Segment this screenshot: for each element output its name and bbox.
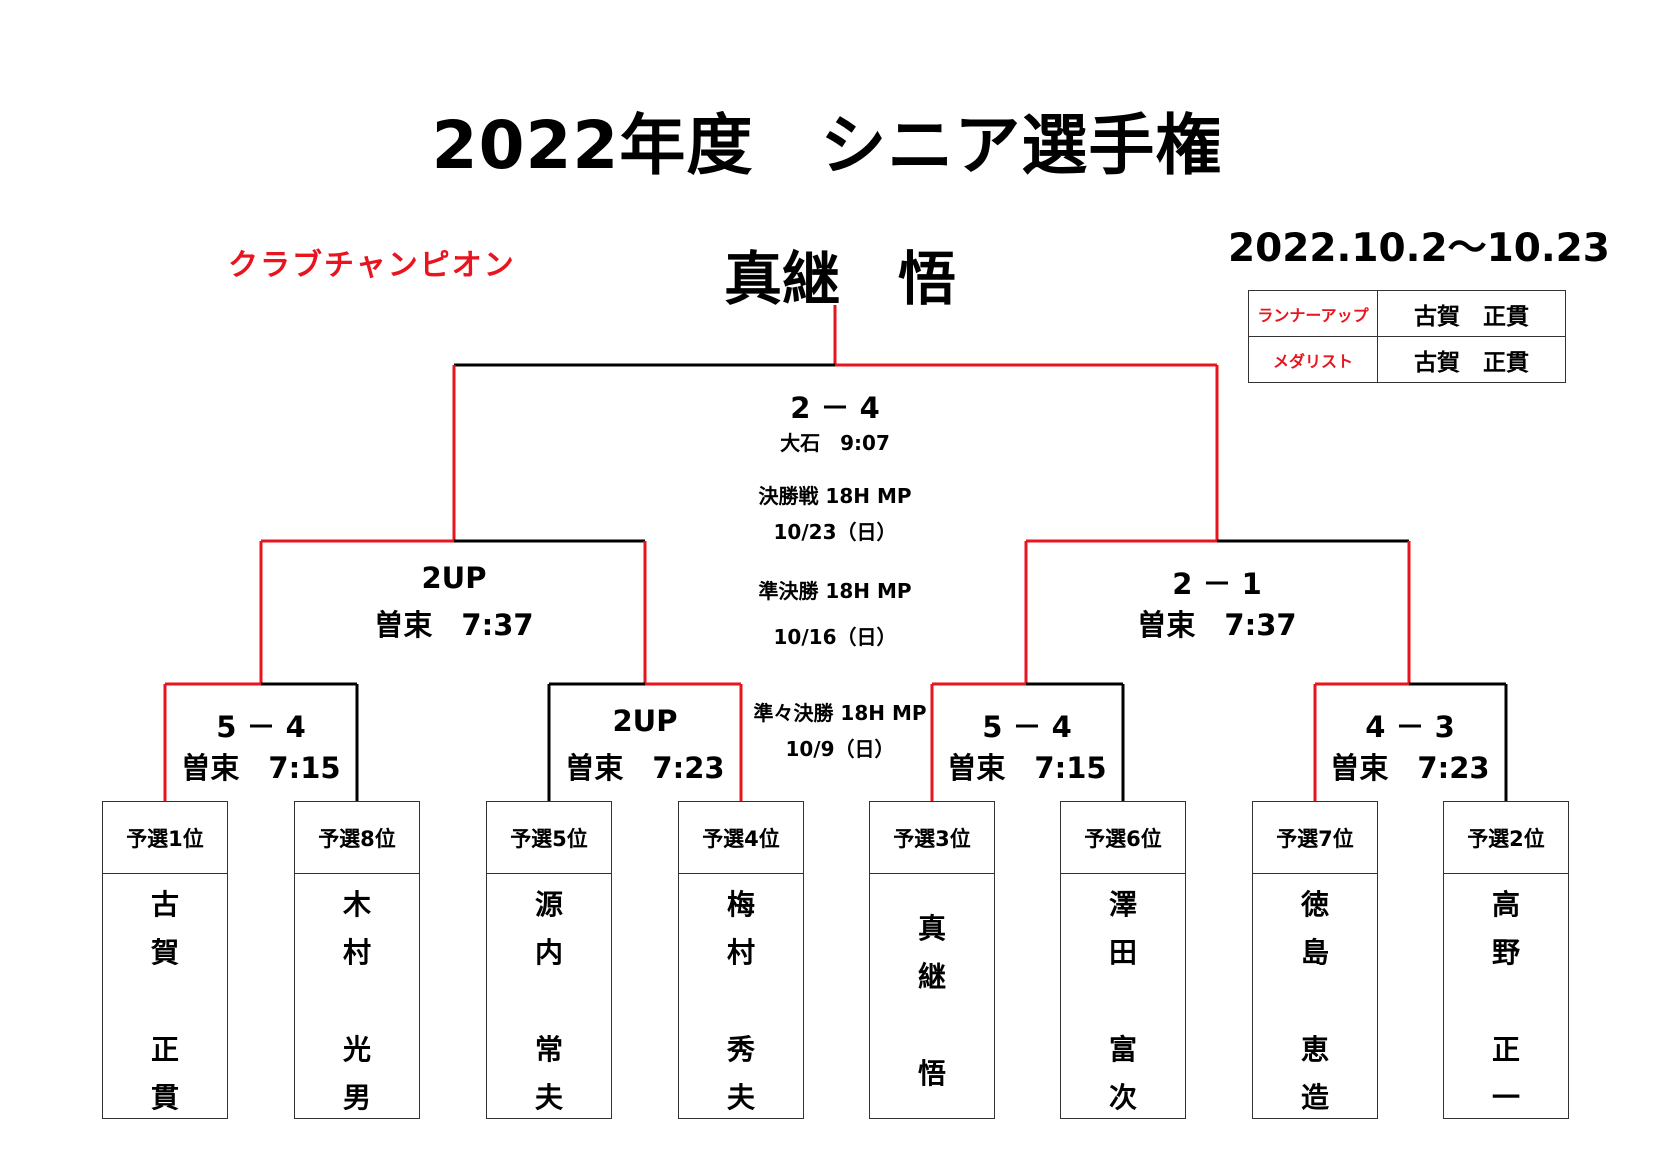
player-name-char: 恵 bbox=[1300, 1033, 1329, 1066]
semifinal-score: 2UP bbox=[421, 561, 487, 595]
player-box: 予選8位 木 村 光 男 bbox=[294, 801, 420, 1119]
semifinal-time: 曽束 7:37 bbox=[374, 608, 534, 642]
seed-label: 予選1位 bbox=[103, 802, 227, 874]
player-box: 予選6位 澤 田 富 次 bbox=[1060, 801, 1186, 1119]
quarterfinal-round-date: 10/9（日） bbox=[785, 737, 895, 761]
quarterfinal-score: 5 － 4 bbox=[982, 710, 1072, 744]
quarterfinal-time: 曽束 7:23 bbox=[565, 751, 725, 785]
player-name-char: 賀 bbox=[150, 936, 179, 969]
quarterfinal-time: 曽束 7:15 bbox=[947, 751, 1107, 785]
player-name-char: 秀 bbox=[726, 1033, 755, 1066]
player-box: 予選1位 古 賀 正 貫 bbox=[102, 801, 228, 1119]
player-box: 予選4位 梅 村 秀 夫 bbox=[678, 801, 804, 1119]
player-name-char: 悟 bbox=[917, 1057, 946, 1090]
player-box: 予選7位 徳 島 恵 造 bbox=[1252, 801, 1378, 1119]
player-name-char: 男 bbox=[342, 1081, 371, 1114]
seed-label: 予選2位 bbox=[1444, 802, 1568, 874]
award-label: メダリスト bbox=[1248, 336, 1378, 383]
player-name-char: 常 bbox=[534, 1033, 563, 1066]
player-name-char: 富 bbox=[1108, 1033, 1137, 1066]
semifinal-time: 曽束 7:37 bbox=[1137, 608, 1297, 642]
final-time: 大石 9:07 bbox=[780, 431, 890, 455]
semifinal-round-label: 準決勝 18H MP bbox=[758, 579, 912, 603]
final-round-label: 決勝戦 18H MP bbox=[758, 484, 912, 508]
player-name-char: 夫 bbox=[726, 1081, 755, 1114]
seed-label: 予選5位 bbox=[487, 802, 611, 874]
player-name-char: 田 bbox=[1108, 936, 1137, 969]
player-box: 予選2位 高 野 正 一 bbox=[1443, 801, 1569, 1119]
seed-label: 予選3位 bbox=[870, 802, 994, 874]
player-name-char: 貫 bbox=[150, 1081, 179, 1114]
final-score: 2 － 4 bbox=[790, 391, 880, 425]
quarterfinal-score: 5 － 4 bbox=[216, 710, 306, 744]
quarterfinal-time: 曽束 7:15 bbox=[181, 751, 341, 785]
date-range: 2022.10.2～10.23 bbox=[1228, 226, 1610, 271]
player-box: 予選3位 真 継 悟 bbox=[869, 801, 995, 1119]
seed-label: 予選4位 bbox=[679, 802, 803, 874]
final-round-date: 10/23（日） bbox=[773, 520, 897, 544]
page-title: 2022年度 シニア選手権 bbox=[431, 107, 1223, 184]
player-name-char: 村 bbox=[342, 936, 371, 969]
player-name-char: 一 bbox=[1491, 1081, 1520, 1114]
player-name-char: 澤 bbox=[1108, 888, 1137, 921]
award-name: 古賀 正貫 bbox=[1377, 336, 1566, 383]
quarterfinal-round-label: 準々決勝 18H MP bbox=[753, 701, 927, 725]
champion-name: 真継 悟 bbox=[723, 245, 956, 313]
award-row-medalist: メダリスト 古賀 正貫 bbox=[1248, 336, 1566, 383]
seed-label: 予選6位 bbox=[1061, 802, 1185, 874]
player-name-char: 梅 bbox=[726, 888, 755, 921]
semifinal-score: 2 － 1 bbox=[1172, 567, 1262, 601]
quarterfinal-score: 4 － 3 bbox=[1365, 710, 1455, 744]
player-name-char: 徳 bbox=[1300, 888, 1329, 921]
player-name-char: 内 bbox=[534, 936, 563, 969]
player-name-char: 正 bbox=[150, 1033, 179, 1066]
quarterfinal-time: 曽束 7:23 bbox=[1330, 751, 1490, 785]
award-row-runner-up: ランナーアップ 古賀 正貫 bbox=[1248, 290, 1566, 337]
awards-table: ランナーアップ 古賀 正貫 メダリスト 古賀 正貫 bbox=[1248, 290, 1566, 383]
club-champion-label: クラブチャンピオン bbox=[228, 248, 516, 283]
award-label: ランナーアップ bbox=[1248, 290, 1378, 337]
player-name-char: 夫 bbox=[534, 1081, 563, 1114]
player-box: 予選5位 源 内 常 夫 bbox=[486, 801, 612, 1119]
player-name-char: 木 bbox=[342, 888, 371, 921]
award-name: 古賀 正貫 bbox=[1377, 290, 1566, 337]
player-name-char: 光 bbox=[342, 1033, 371, 1066]
player-name-char: 真 bbox=[917, 912, 946, 945]
seed-label: 予選7位 bbox=[1253, 802, 1377, 874]
quarterfinal-score: 2UP bbox=[612, 704, 678, 738]
player-name-char: 継 bbox=[917, 960, 946, 993]
player-name-char: 正 bbox=[1491, 1033, 1520, 1066]
player-name-char: 野 bbox=[1491, 936, 1520, 969]
player-name-char: 村 bbox=[726, 936, 755, 969]
player-name-char: 源 bbox=[534, 888, 563, 921]
semifinal-round-date: 10/16（日） bbox=[773, 625, 897, 649]
player-name-char: 古 bbox=[150, 888, 179, 921]
player-name-char: 造 bbox=[1300, 1081, 1329, 1114]
player-name-char: 次 bbox=[1108, 1081, 1137, 1114]
seed-label: 予選8位 bbox=[295, 802, 419, 874]
player-name-char: 島 bbox=[1300, 936, 1329, 969]
player-name-char: 高 bbox=[1491, 888, 1520, 921]
